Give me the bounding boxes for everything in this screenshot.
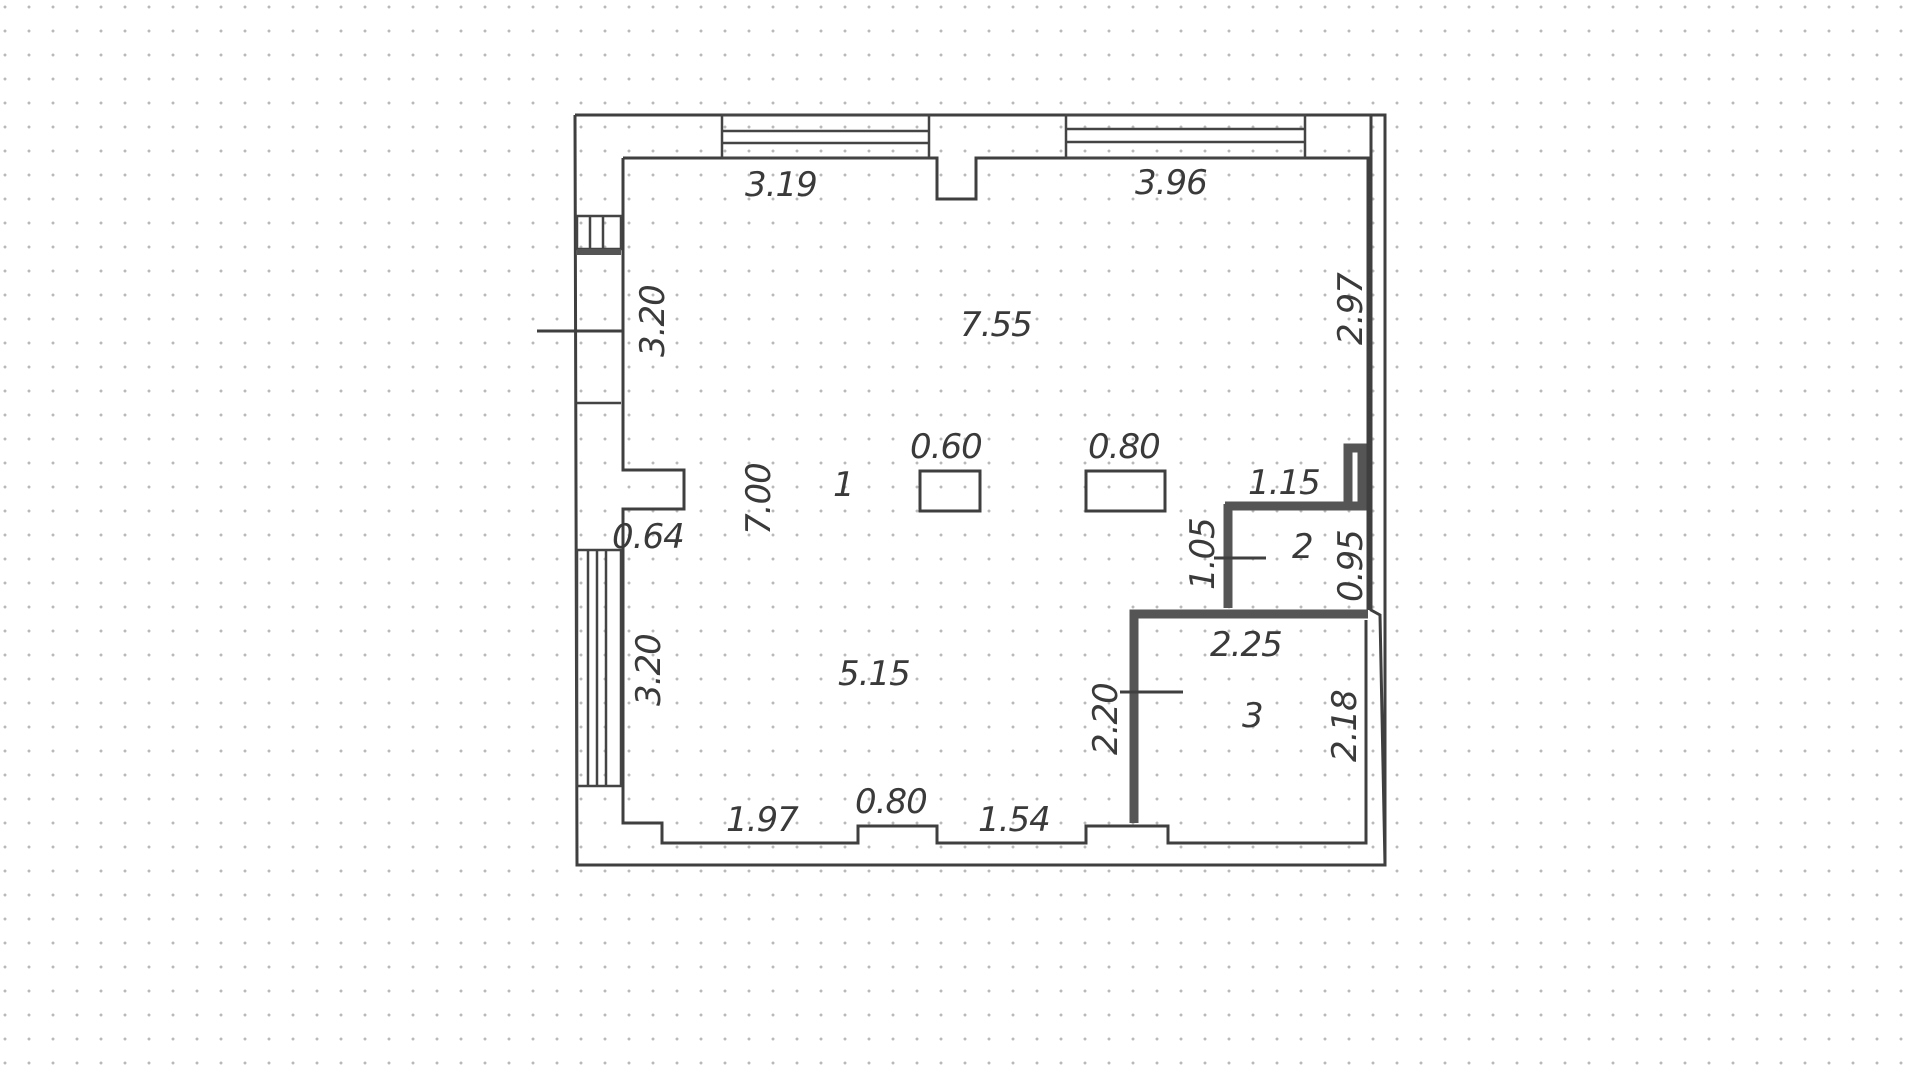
room-3-number: 3 <box>1242 696 1263 736</box>
label-column1: 0.60 <box>910 427 982 467</box>
label-bottom-left: 1.97 <box>726 800 799 840</box>
label-room2-right: 0.95 <box>1331 530 1371 602</box>
label-room1-depth: 7.00 <box>739 463 779 535</box>
label-top-left-window: 3.19 <box>745 165 817 205</box>
top-window-right <box>1064 113 1307 160</box>
label-room2-width: 1.15 <box>1248 463 1320 503</box>
left-window-upper <box>575 214 623 405</box>
label-room1-width: 7.55 <box>960 305 1032 345</box>
label-left-lower-wall: 3.20 <box>629 634 669 706</box>
top-window-left <box>720 113 931 160</box>
room-1-number: 1 <box>833 465 854 505</box>
label-room3-right: 2.18 <box>1325 690 1365 762</box>
label-bottom-mid: 0.80 <box>855 782 927 822</box>
label-room2-left: 1.05 <box>1183 518 1223 590</box>
label-room3-width: 2.25 <box>1210 625 1282 665</box>
room-2-number: 2 <box>1292 527 1313 567</box>
label-top-right-window: 3.96 <box>1135 163 1207 203</box>
label-left-niche: 0.64 <box>612 517 684 557</box>
column-2 <box>1084 469 1167 513</box>
inner-walls <box>621 156 1370 845</box>
room-3-walls <box>1120 609 1368 823</box>
label-room1-lower-width: 5.15 <box>838 654 910 694</box>
column-1 <box>918 469 982 513</box>
label-right-upper-wall: 2.97 <box>1331 272 1371 345</box>
left-window-lower <box>575 548 623 788</box>
label-left-upper-wall: 3.20 <box>633 285 673 357</box>
room-2-walls <box>1214 443 1367 608</box>
label-room3-left: 2.20 <box>1086 683 1126 755</box>
label-bottom-right: 1.54 <box>978 800 1050 840</box>
label-column2: 0.80 <box>1088 427 1160 467</box>
